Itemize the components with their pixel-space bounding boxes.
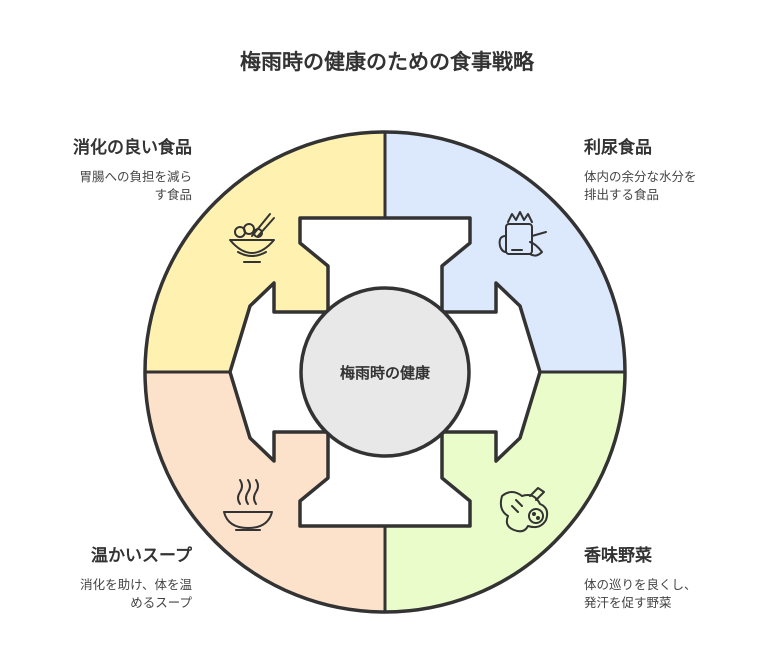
- label-description-line: す食品: [154, 187, 192, 202]
- page-title: 梅雨時の健康のための食事戦略: [240, 50, 534, 74]
- ginger-icon: [499, 487, 549, 533]
- noodle-bowl-icon: [229, 213, 275, 263]
- label-description: 胃腸への負担を減ら す食品: [20, 168, 192, 204]
- label-description: 体内の余分な水分を 排出する食品: [584, 168, 754, 204]
- label-description-line: 排出する食品: [584, 187, 660, 202]
- label-diuretic-foods: 利尿食品 体内の余分な水分を 排出する食品: [584, 133, 754, 204]
- label-description-line: めるスープ: [130, 595, 192, 610]
- label-aromatic-vegetables: 香味野菜 体の巡りを良くし、 発汗を促す野菜: [584, 541, 754, 612]
- label-description: 体の巡りを良くし、 発汗を促す野菜: [584, 576, 754, 612]
- label-title: 香味野菜: [584, 546, 652, 566]
- label-warm-soup: 温かいスープ 消化を助け、体を温 めるスープ: [20, 541, 192, 612]
- center-label: 梅雨時の健康: [340, 364, 431, 382]
- label-description-line: 胃腸への負担を減ら: [79, 169, 192, 184]
- label-description-line: 消化を助け、体を温: [80, 577, 192, 592]
- label-description-line: 体内の余分な水分を: [584, 169, 697, 184]
- teapot-icon: [498, 211, 547, 257]
- label-title: 利尿食品: [584, 138, 652, 158]
- label-description-line: 体の巡りを良くし、: [584, 577, 697, 592]
- center-circle: [299, 286, 471, 458]
- outer-ring: [143, 130, 627, 614]
- label-description: 消化を助け、体を温 めるスープ: [20, 576, 192, 612]
- label-description-line: 発汗を促す野菜: [584, 595, 672, 610]
- label-title: 消化の良い食品: [73, 138, 192, 158]
- label-digestible-foods: 消化の良い食品 胃腸への負担を減ら す食品: [20, 133, 192, 204]
- label-title: 温かいスープ: [91, 546, 192, 566]
- steaming-soup-icon: [223, 479, 273, 531]
